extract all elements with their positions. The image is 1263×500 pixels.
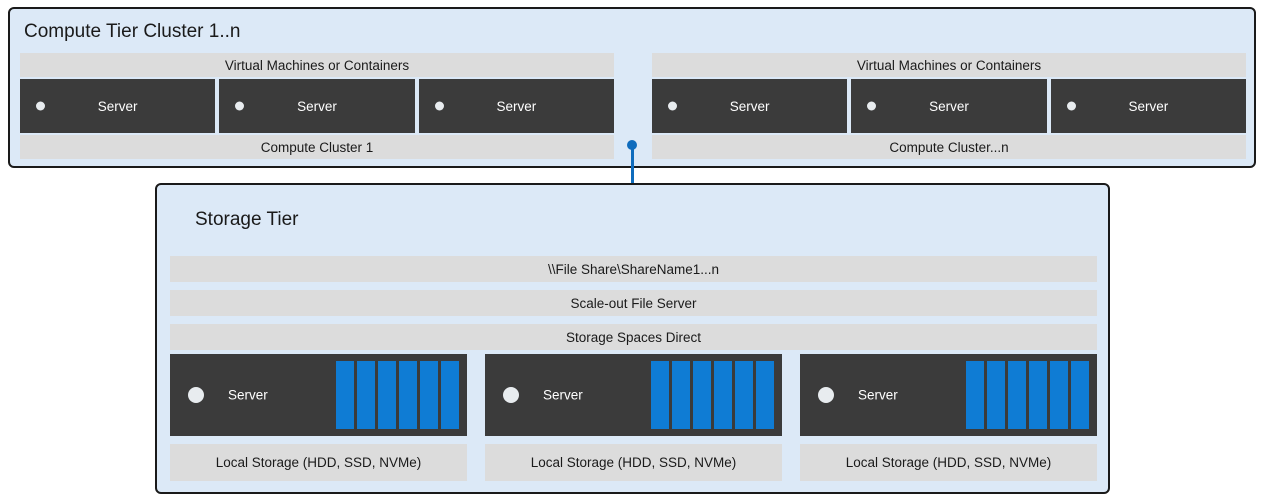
storage-server-chassis: Server [170,354,467,436]
disk-drive-icon [693,361,711,429]
compute-server[interactable]: Server [1050,79,1246,133]
disk-drive-icon [1008,361,1026,429]
disk-drive-icon [987,361,1005,429]
disk-drive-icon [1050,361,1068,429]
compute-group-1-bottom-band: Compute Cluster 1 [20,135,614,159]
compute-tier-container: Compute Tier Cluster 1..n Virtual Machin… [8,7,1256,168]
disk-drive-icon [336,361,354,429]
disk-drive-icon [441,361,459,429]
disk-bay [336,361,459,429]
status-led-icon [818,387,834,403]
server-label: Server [1128,98,1169,114]
server-label: Server [929,98,969,114]
disk-drive-icon [714,361,732,429]
disk-drive-icon [672,361,690,429]
storage-server-node[interactable]: Server Local Storage (HDD, SSD, NVMe) [485,354,782,481]
compute-server[interactable]: Server [219,79,415,133]
compute-cluster-group-1: Virtual Machines or Containers Server Se… [20,53,614,159]
disk-bay [966,361,1089,429]
compute-group-n-bottom-band: Compute Cluster...n [652,135,1246,159]
storage-server-node[interactable]: Server Local Storage (HDD, SSD, NVMe) [800,354,1097,481]
compute-server[interactable]: Server [20,79,216,133]
status-led-icon [434,101,444,111]
compute-group-n-top-band: Virtual Machines or Containers [652,53,1246,77]
storage-layer-storage-spaces-direct: Storage Spaces Direct [170,324,1097,350]
compute-server[interactable]: Server [851,79,1047,133]
compute-server[interactable]: Server [418,79,614,133]
compute-tier-title: Compute Tier Cluster 1..n [24,21,241,42]
storage-tier-title: Storage Tier [195,209,299,230]
compute-cluster-group-n: Virtual Machines or Containers Server Se… [652,53,1246,159]
compute-server[interactable]: Server [652,79,848,133]
storage-tier-container: Storage Tier \\File Share\ShareName1...n… [155,183,1110,494]
server-label: Server [543,387,583,403]
connector-line [630,145,634,211]
status-led-icon [36,101,45,111]
status-led-icon [1066,101,1076,111]
storage-server-node[interactable]: Server Local Storage (HDD, SSD, NVMe) [170,354,467,481]
disk-bay [651,361,774,429]
storage-node-row: Server Local Storage (HDD, SSD, NVMe) Se… [170,354,1097,481]
server-label: Server [97,98,138,114]
disk-drive-icon [1071,361,1089,429]
disk-drive-icon [420,361,438,429]
compute-group-1-server-row: Server Server Server [20,79,614,133]
disk-drive-icon [1029,361,1047,429]
status-led-icon [503,387,519,403]
storage-layer-scale-out-file-server: Scale-out File Server [170,290,1097,316]
local-storage-label: Local Storage (HDD, SSD, NVMe) [800,444,1097,481]
status-led-icon [867,101,877,111]
server-label: Server [858,387,898,403]
disk-drive-icon [756,361,774,429]
server-label: Server [496,98,537,114]
disk-drive-icon [399,361,417,429]
server-label: Server [228,387,268,403]
disk-drive-icon [735,361,753,429]
disk-drive-icon [357,361,375,429]
compute-group-n-server-row: Server Server Server [652,79,1246,133]
disk-drive-icon [966,361,984,429]
compute-group-1-top-band: Virtual Machines or Containers [20,53,614,77]
local-storage-label: Local Storage (HDD, SSD, NVMe) [485,444,782,481]
storage-server-chassis: Server [800,354,1097,436]
disk-drive-icon [378,361,396,429]
status-led-icon [188,387,204,403]
local-storage-label: Local Storage (HDD, SSD, NVMe) [170,444,467,481]
server-label: Server [729,98,770,114]
status-led-icon [235,101,245,111]
storage-server-chassis: Server [485,354,782,436]
status-led-icon [668,101,677,111]
server-label: Server [297,98,337,114]
disk-drive-icon [651,361,669,429]
storage-layer-file-share: \\File Share\ShareName1...n [170,256,1097,282]
